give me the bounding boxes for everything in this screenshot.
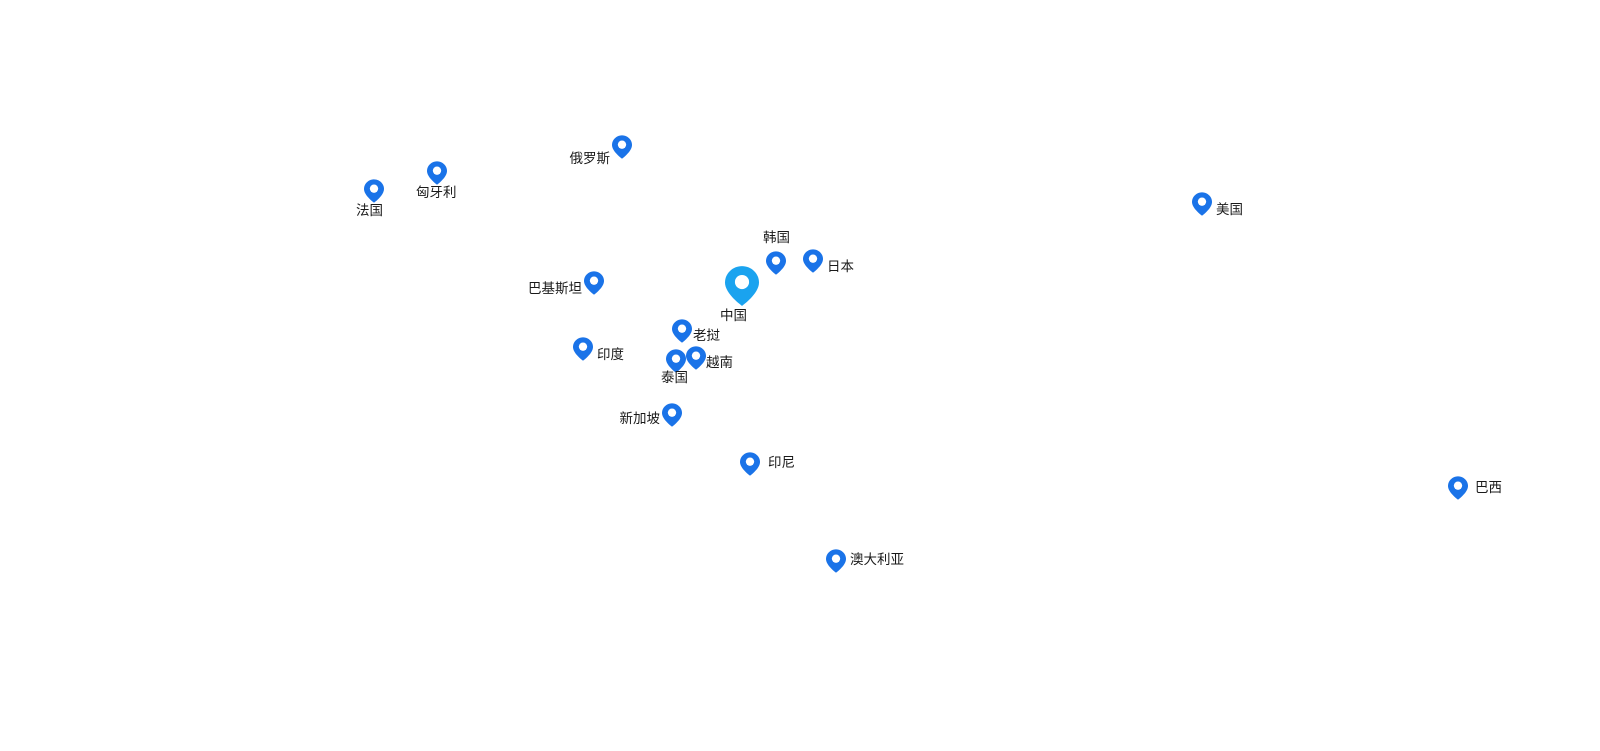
location-pin-icon <box>662 403 682 427</box>
location-pin-icon <box>740 452 760 476</box>
marker-label: 巴西 <box>1475 480 1502 496</box>
location-pin-icon <box>803 249 823 273</box>
marker-label: 巴基斯坦 <box>528 281 582 297</box>
location-pin-icon <box>725 266 759 306</box>
location-pin-icon <box>573 337 593 361</box>
location-pin-icon <box>672 319 692 343</box>
marker-label: 老挝 <box>693 328 720 344</box>
location-pin-icon <box>427 161 447 185</box>
marker-label: 印尼 <box>768 455 795 471</box>
marker-label: 俄罗斯 <box>569 151 611 167</box>
location-pin-icon <box>666 349 686 373</box>
location-pin-icon <box>364 179 384 203</box>
location-pin-icon <box>1192 192 1212 216</box>
location-pin-icon <box>612 135 632 159</box>
marker-label: 澳大利亚 <box>850 552 904 568</box>
marker-label: 新加坡 <box>619 411 661 427</box>
marker-label: 泰国 <box>661 370 688 386</box>
marker-label: 越南 <box>706 355 733 371</box>
marker-label: 法国 <box>356 203 383 219</box>
location-pin-icon <box>1448 476 1468 500</box>
location-pin-icon <box>686 346 706 370</box>
location-pin-icon <box>766 251 786 275</box>
marker-label: 印度 <box>597 347 624 363</box>
location-pin-icon <box>826 549 846 573</box>
marker-label: 韩国 <box>763 230 790 246</box>
marker-label: 美国 <box>1216 202 1243 218</box>
location-pin-icon <box>584 271 604 295</box>
marker-label: 中国 <box>720 308 747 324</box>
marker-label: 日本 <box>827 259 854 275</box>
marker-label: 匈牙利 <box>416 185 457 201</box>
